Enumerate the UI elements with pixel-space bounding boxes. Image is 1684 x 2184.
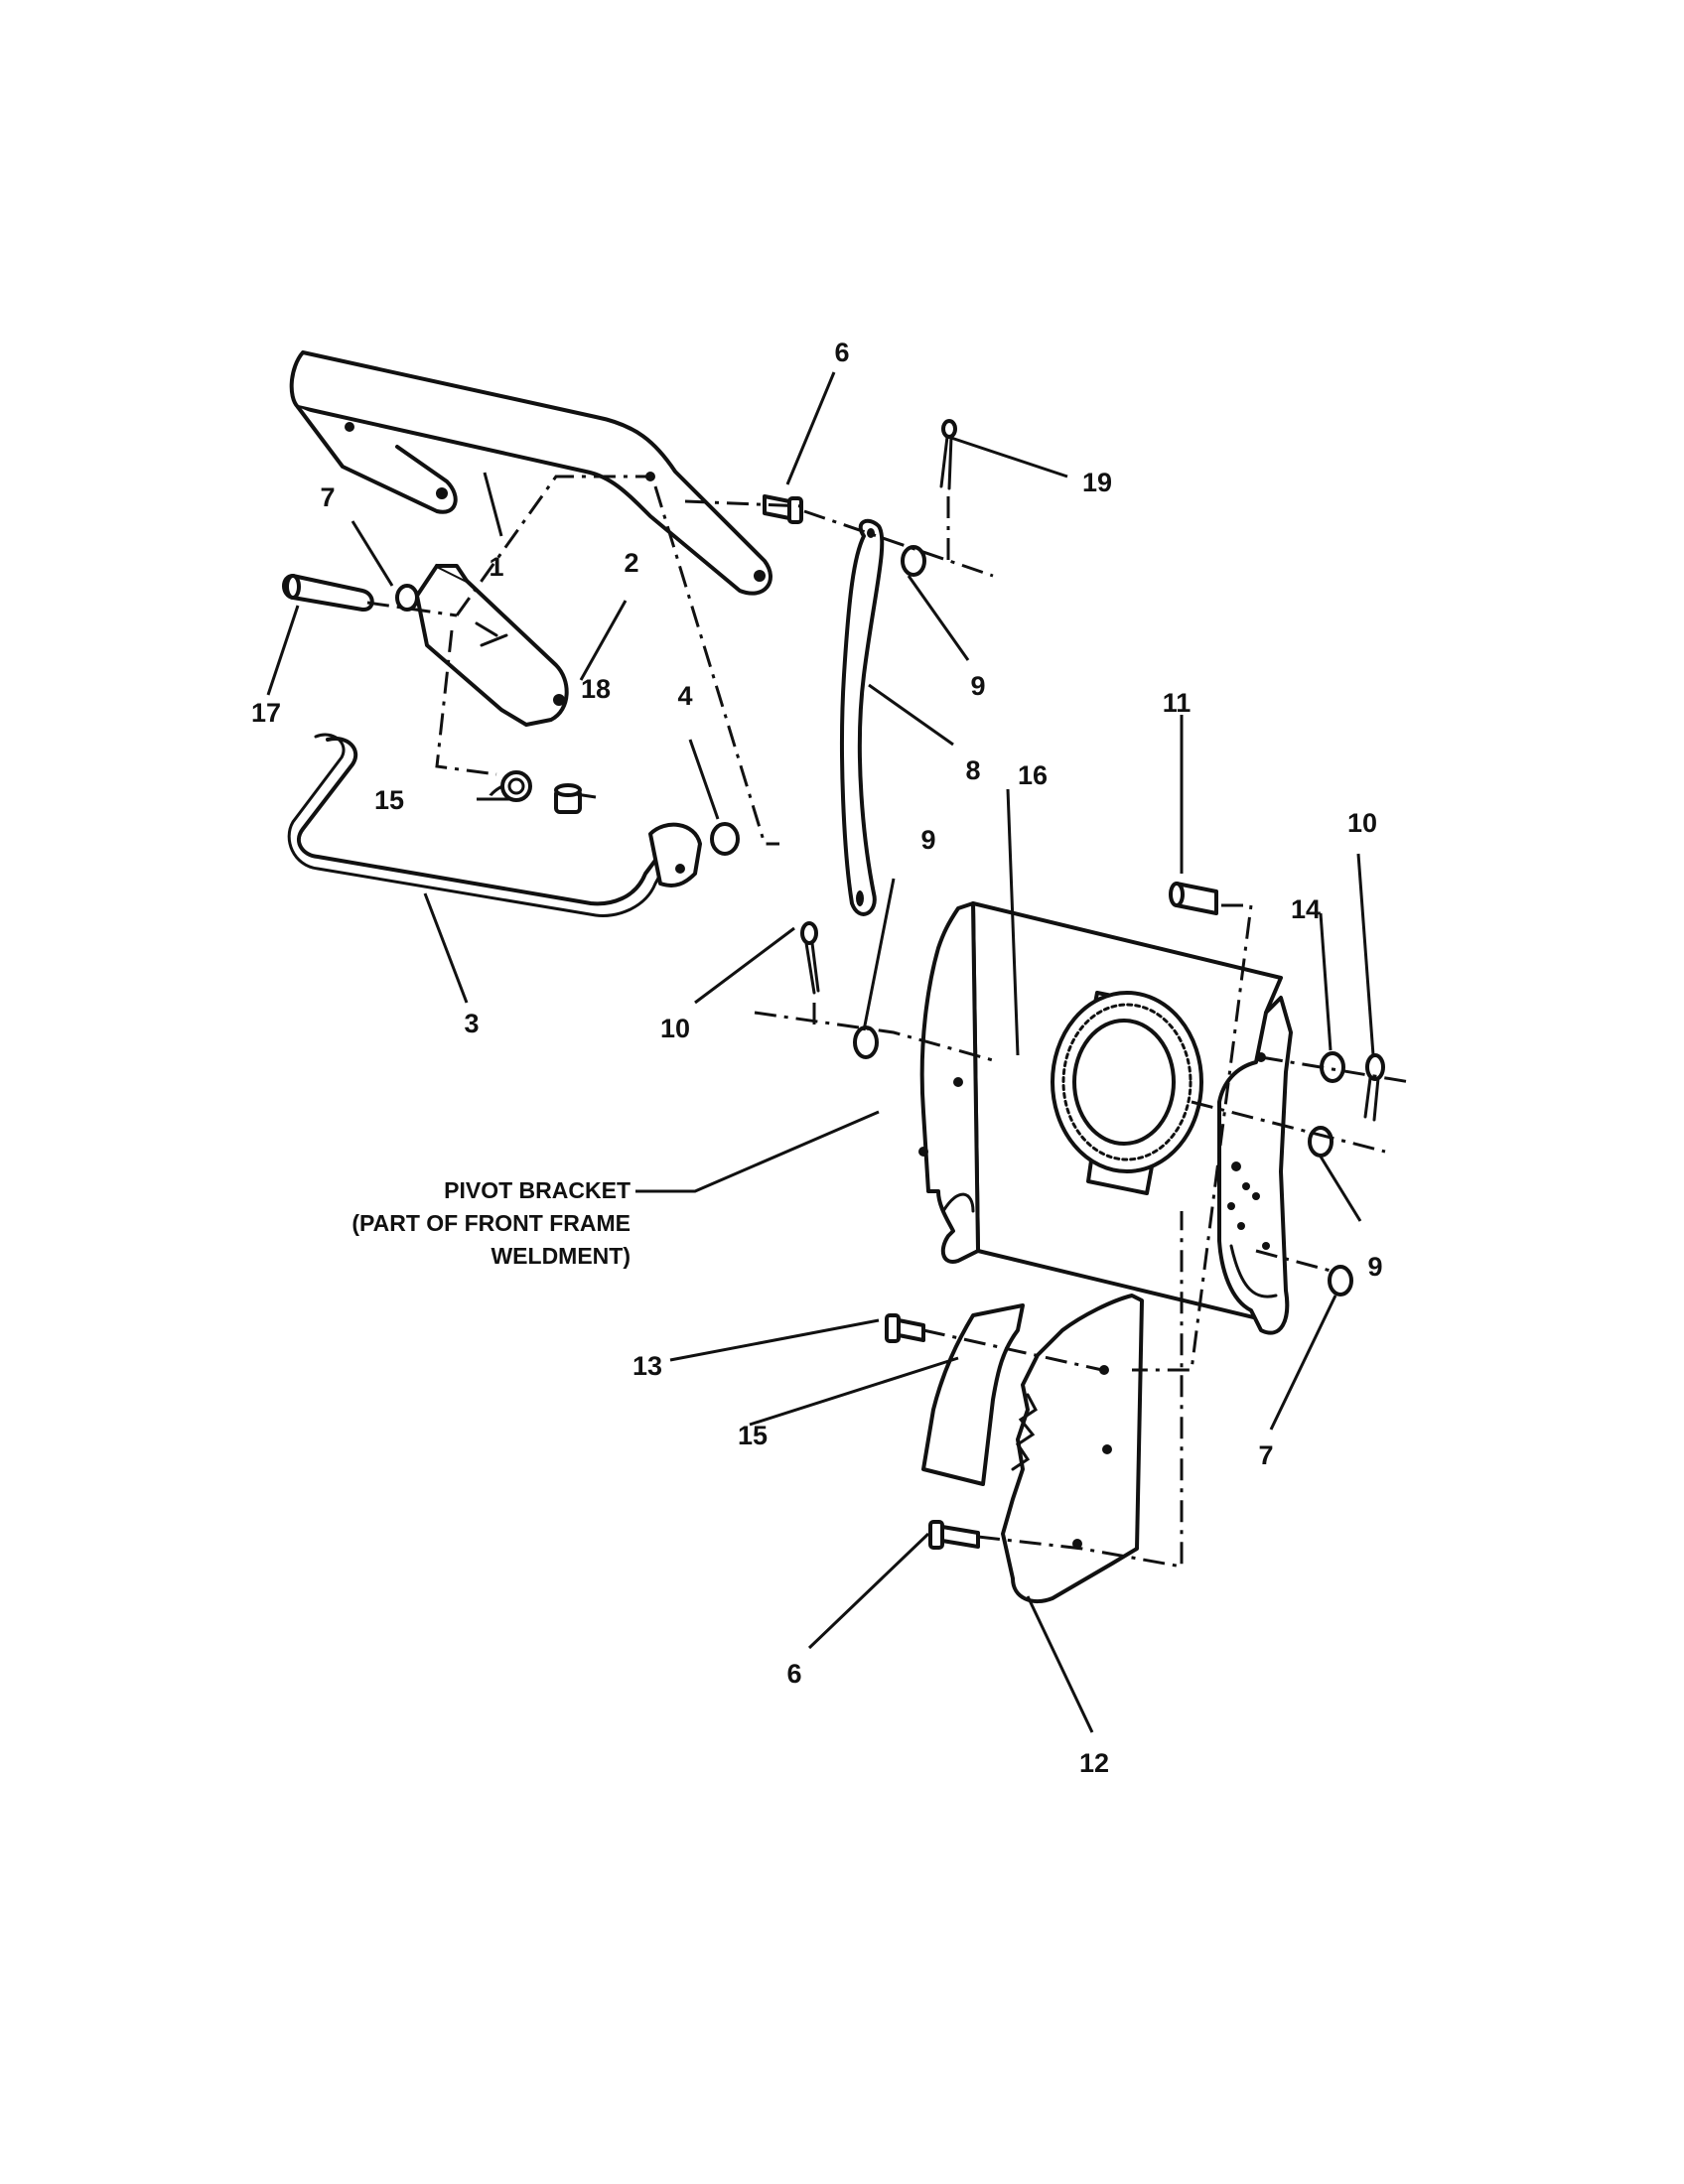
note-line-1: PIVOT BRACKET — [444, 1177, 631, 1203]
callout-1: 1 — [489, 552, 503, 582]
callout-13: 13 — [632, 1351, 662, 1381]
part-3-control-rod — [287, 733, 702, 918]
callout-10-right: 10 — [1347, 808, 1377, 838]
callout-9-mid: 9 — [920, 825, 935, 855]
callout-6-top: 6 — [834, 338, 849, 367]
part-19-cotter-pin — [939, 419, 957, 490]
callout-7-right: 7 — [1258, 1440, 1273, 1470]
callout-7-left: 7 — [320, 482, 335, 512]
callout-11: 11 — [1163, 688, 1192, 718]
part-1-lift-lever — [289, 350, 772, 596]
callout-17: 17 — [251, 698, 281, 728]
callout-16: 16 — [1018, 760, 1048, 790]
part-9-washer-top — [901, 545, 926, 577]
callout-9-top: 9 — [970, 671, 985, 701]
pivot-bracket-note: PIVOT BRACKET (PART OF FRONT FRAME WELDM… — [351, 1177, 631, 1269]
callout-19: 19 — [1082, 468, 1112, 497]
part-6-bolt-top — [763, 494, 803, 524]
callout-14: 14 — [1291, 894, 1321, 924]
part-4-washer — [710, 822, 740, 856]
part-10-hairpin-right — [1363, 1053, 1385, 1122]
part-17-pin — [282, 574, 374, 612]
callout-labels: 1 2 3 4 6 6 7 7 8 9 9 9 10 10 11 12 13 1… — [251, 338, 1383, 1778]
part-13-bolt — [885, 1313, 925, 1343]
note-line-2: (PART OF FRONT FRAME — [351, 1210, 631, 1236]
leader-lines — [266, 371, 1375, 1733]
part-14-nut — [1320, 1051, 1345, 1083]
callout-9-right: 9 — [1367, 1252, 1382, 1282]
callout-6-bottom: 6 — [786, 1659, 801, 1689]
part-9-washer-mid — [853, 1025, 879, 1059]
pivot-bracket — [918, 901, 1293, 1335]
part-8-connecting-link — [840, 518, 885, 916]
part-6-bolt-bottom — [928, 1520, 980, 1550]
callout-18: 18 — [581, 674, 611, 704]
part-10-hairpin-left — [800, 921, 820, 995]
part-15-plate — [921, 1303, 1025, 1486]
part-7-washer-left — [395, 584, 419, 612]
part-7-nut-right — [1328, 1265, 1353, 1297]
part-9-washer-right — [1308, 1126, 1333, 1158]
note-line-3: WELDMENT) — [491, 1243, 631, 1269]
callout-12: 12 — [1079, 1748, 1109, 1778]
part-18-bushing — [554, 783, 582, 814]
callout-15-bottom: 15 — [738, 1421, 768, 1450]
callout-15-left: 15 — [374, 785, 404, 815]
part-12-sector-plate — [1001, 1294, 1144, 1604]
callout-4: 4 — [677, 681, 692, 711]
callout-8: 8 — [965, 755, 980, 785]
part-11-spacer — [1169, 882, 1218, 915]
part-15-spring — [483, 770, 532, 820]
callout-10-left: 10 — [660, 1014, 690, 1043]
part-2-bracket — [415, 564, 569, 727]
callout-3: 3 — [464, 1009, 479, 1038]
callout-2: 2 — [624, 548, 638, 578]
assembly-centerlines — [366, 475, 1411, 1569]
